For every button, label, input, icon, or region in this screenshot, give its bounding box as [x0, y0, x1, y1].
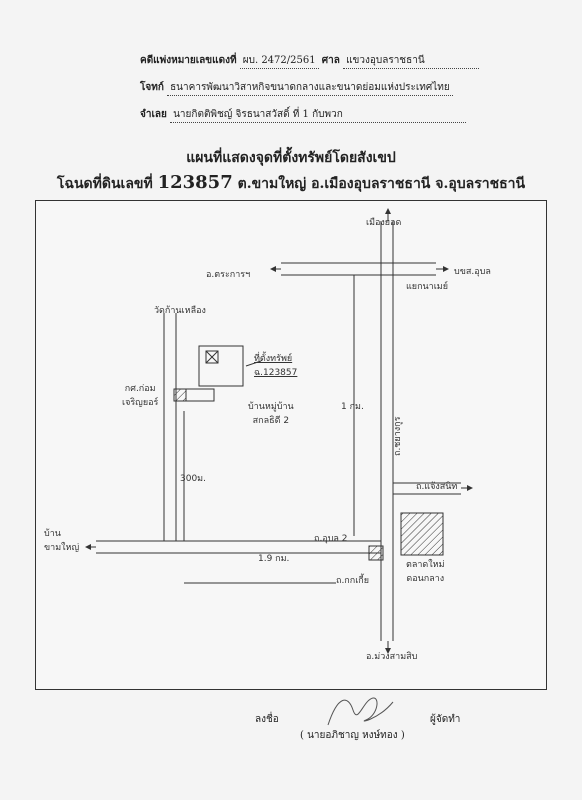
property-parcel	[198, 345, 244, 387]
deed-location: ต.ขามใหญ่ อ.เมืองอุบลราชธานี จ.อุบลราชธา…	[237, 176, 526, 192]
label-road-kao: ถ.กกเกี้ย	[336, 576, 370, 586]
plaintiff-line: โจทก์ ธนาคารพัฒนาวิสาหกิจขนาดกลางและขนาด…	[140, 80, 453, 96]
plaintiff-label: โจทก์	[140, 82, 164, 93]
label-junction: แยกนาเมย์	[406, 282, 449, 292]
deed-label: โฉนดที่ดินเลขที่	[56, 176, 153, 192]
label-wat: วัดก้านเหลือง	[154, 306, 206, 316]
surveyor-label: ผู้จัดทำ	[430, 714, 461, 725]
ban-line1: บ้าน	[44, 529, 61, 539]
court-name: แขวงอุบลราชธานี	[343, 53, 480, 69]
label-east-road: บขส.อุบล	[454, 267, 491, 277]
school-line2: เจริญยอร์	[122, 398, 159, 408]
school-block	[173, 388, 187, 402]
ban-line2: ขามใหญ่	[44, 543, 80, 553]
label-road-chayangkun: ถ.ชยางกูร	[393, 416, 403, 456]
label-distance-19km: 1.9 กม.	[258, 554, 290, 564]
defendant-name: นายกิตติพิชญ์ จิรธนาสวัสดิ์ ที่ 1 กับพวก	[170, 107, 467, 123]
property-line1: ที่ตั้งทรัพย์	[254, 354, 293, 364]
market-line1: ตลาดใหม่	[406, 560, 445, 570]
label-distance-1km: 1 กม.	[341, 402, 364, 412]
market-block	[400, 512, 444, 556]
label-north: เมืองยอด	[366, 218, 402, 228]
village-line1: บ้านหมู่บ้าน	[248, 402, 294, 412]
label-ban: บ้าน ขามใหญ่	[44, 526, 79, 554]
case-number-line: คดีแพ่งหมายเลขแดงที่ ผบ. 2472/2561 ศาล แ…	[140, 53, 480, 69]
market-line2: ดอนกลาง	[406, 574, 445, 584]
label-road-ubon2: ถ.อุบล 2	[314, 534, 348, 544]
signature-drawing	[327, 697, 394, 726]
deed-title: โฉนดที่ดินเลขที่ 123857 ต.ขามใหญ่ อ.เมือ…	[0, 172, 582, 195]
kao-road-block	[368, 545, 384, 561]
property-marker	[205, 350, 219, 364]
village-line2: สกลธิดี 2	[252, 416, 290, 426]
label-distance-300m: 300ม.	[180, 474, 206, 484]
surveyor-name: ( นายอภิชาญ หงษ์ทอง )	[300, 730, 405, 741]
case-label: คดีแพ่งหมายเลขแดงที่	[140, 55, 237, 66]
plaintiff-name: ธนาคารพัฒนาวิสาหกิจขนาดกลางและขนาดย่อมแห…	[167, 80, 453, 96]
label-road-changsanit: ถ.แจ้งสนิท	[416, 482, 458, 492]
label-property: ที่ตั้งทรัพย์ ฉ.123857	[254, 351, 297, 379]
label-west-road: อ.ตระการฯ	[206, 270, 251, 280]
label-school: กศ.ก่อม เจริญยอร์	[122, 381, 158, 409]
defendant-label: จำเลย	[140, 109, 167, 120]
map-title: แผนที่แสดงจุดที่ตั้งทรัพย์โดยสังเขป	[186, 150, 396, 166]
case-number: ผบ. 2472/2561	[239, 53, 319, 69]
defendant-line: จำเลย นายกิตติพิชญ์ จิรธนาสวัสดิ์ ที่ 1 …	[140, 107, 467, 123]
deed-number: 123857	[157, 172, 233, 193]
label-village: บ้านหมู่บ้าน สกลธิดี 2	[248, 399, 294, 427]
village-block	[185, 388, 215, 402]
map-drawing	[85, 208, 473, 654]
label-south: อ.ม่วงสามสิบ	[366, 652, 418, 662]
school-line1: กศ.ก่อม	[124, 384, 156, 394]
court-label: ศาล	[321, 55, 340, 66]
location-map: เมืองยอด อ.ตระการฯ บขส.อุบล แยกนาเมย์ วั…	[35, 200, 547, 690]
label-market: ตลาดใหม่ ดอนกลาง	[406, 557, 445, 585]
property-line2: ฉ.123857	[254, 368, 298, 378]
sign-label: ลงชื่อ	[255, 714, 279, 725]
